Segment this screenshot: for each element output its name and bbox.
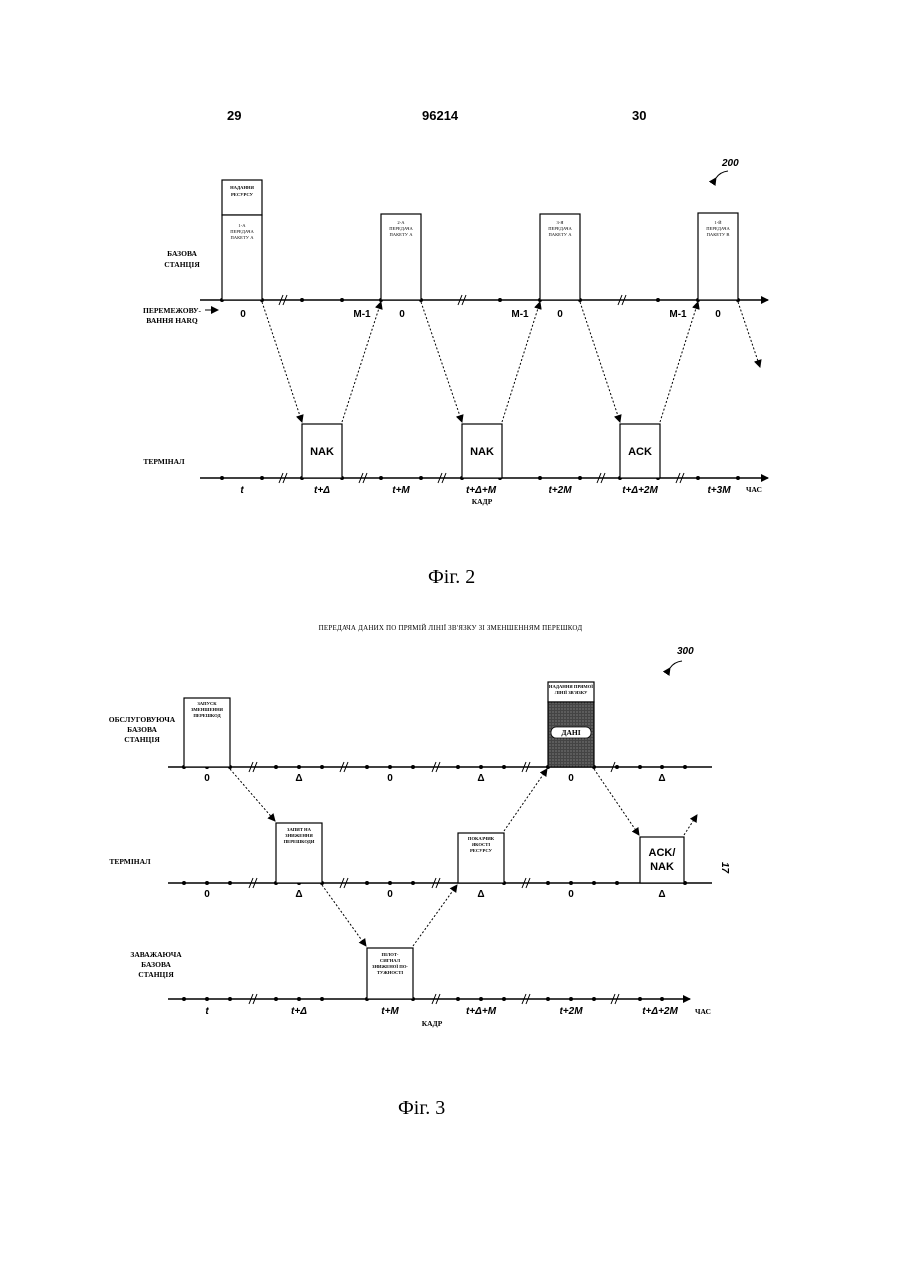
fig2-tx-box-4-line3: ПАКЕТУ В — [707, 232, 730, 237]
fig3-pilot-line3: ЗНИЖЕНОЇ ПО- — [372, 964, 408, 969]
fig2-tx-box-4-line1: 1-Й — [714, 220, 722, 225]
fig3-pilot-line4: ТУЖНОСТІ — [377, 970, 404, 975]
fig2-time-t: t — [240, 485, 244, 496]
fig2-tx-box-1-line3: ПАКЕТУ А — [230, 235, 254, 240]
fig3-terminal-tick-delta-b: Δ — [477, 889, 484, 900]
fig3-time-t-delta-m: t+Δ+M — [466, 1006, 497, 1017]
fig3-title: ПЕРЕДАЧА ДАНИХ ПО ПРЯМІЙ ЛІНІЇ ЗВ'ЯЗКУ З… — [0, 624, 901, 632]
fig3-start-line1: ЗАПУСК — [197, 701, 217, 706]
fig2-tick-m1-b: M-1 — [511, 309, 529, 320]
fig3-interfering-label-1: ЗАВАЖАЮЧА — [130, 950, 182, 959]
fig3-pilot-line2: СИГНАЛ — [380, 958, 401, 963]
fig2-tx-box-4-line2: ПЕРЕДАЧА — [706, 226, 730, 231]
fig3-frame-label: КАДР — [422, 1019, 443, 1028]
fig3-ack-nak-box — [640, 837, 684, 883]
fig3-start-line3: ПЕРЕШКОД — [193, 713, 221, 718]
fig3-serving-tick-0-b: 0 — [387, 773, 393, 784]
fig2-nak-label-2: NAK — [470, 446, 494, 458]
fig2-tx-box-1-line1: 1-А — [238, 223, 246, 228]
fig3-pilot-line1: ПІЛОТ- — [382, 952, 399, 957]
fig3-side-mark: 17 — [719, 862, 730, 874]
fig3-terminal-tick-0-b: 0 — [387, 889, 393, 900]
fig3-quality-line3: РЕСУРСУ — [470, 848, 493, 853]
fig3-caption: Фіг. 3 — [398, 1097, 445, 1120]
fig3-serving-label-2: БАЗОВА — [127, 725, 157, 734]
fig3-diagram: 300 ОБСЛУГОВУЮЧА БАЗОВА СТАНЦІЯ ТЕРМІНАЛ… — [109, 646, 730, 1028]
fig3-ref-pointer — [670, 661, 682, 668]
fig2-ref-pointer — [716, 171, 728, 178]
fig3-time-t-delta-2m: t+Δ+2M — [642, 1006, 678, 1017]
fig2-ref-number: 200 — [721, 158, 739, 169]
fig3-request-line2: ЗНИЖЕННЯ — [285, 833, 313, 838]
fig3-time-label: ЧАС — [695, 1007, 711, 1016]
fig3-ref-number: 300 — [677, 646, 694, 657]
fig2-time-label: ЧАС — [746, 485, 762, 494]
fig2-tx-box-1-line2: ПЕРЕДАЧА — [230, 229, 254, 234]
fig2-time-t-delta-2m: t+Δ+2M — [622, 485, 658, 496]
fig2-time-t-3m: t+3M — [707, 485, 731, 496]
fig2-tick-0-a: 0 — [240, 309, 246, 320]
fig3-ack-line2: NAK — [650, 861, 674, 873]
fig2-time-t-2m: t+2M — [548, 485, 572, 496]
fig2-nak-label-1: NAK — [310, 446, 334, 458]
fig3-serving-tick-delta-b: Δ — [477, 773, 484, 784]
fig3-quality-line2: ЯКОСТІ — [472, 842, 491, 847]
fig2-tx-box-2-line1: 2-А — [397, 220, 405, 225]
fig3-terminal-tick-0-a: 0 — [204, 889, 210, 900]
fig2-diagram: 200 БАЗОВА СТАНЦІЯ ПЕРЕМЕЖОВУ- ВАННЯ HAR… — [143, 158, 768, 506]
fig2-tick-0-c: 0 — [557, 309, 563, 320]
fig2-tick-0-d: 0 — [715, 309, 721, 320]
fig2-grant-header-2: РЕСУРСУ — [231, 192, 254, 197]
fig3-time-t: t — [205, 1006, 209, 1017]
fig3-start-line2: ЗМЕНШЕННЯ — [191, 707, 224, 712]
fig3-data-label: ДАНІ — [561, 728, 580, 737]
fig3-interfering-label-3: СТАНЦІЯ — [138, 970, 174, 979]
fig3-grant-line2: ЛІНІЇ ЗВ'ЯЗКУ — [555, 690, 588, 695]
fig3-request-box — [276, 823, 322, 883]
fig2-harq-label-1: ПЕРЕМЕЖОВУ- — [143, 306, 201, 315]
fig3-terminal-tick-delta-a: Δ — [295, 889, 302, 900]
fig3-serving-tick-0-a: 0 — [204, 773, 210, 784]
fig2-tx-box-2-line2: ПЕРЕДАЧА — [389, 226, 413, 231]
fig2-terminal-label: ТЕРМІНАЛ — [143, 457, 185, 466]
fig2-tx-box-3-line2: ПЕРЕДАЧА — [548, 226, 572, 231]
fig2-time-t-m: t+M — [392, 485, 410, 496]
fig2-tx-box-3-line1: 3-Я — [557, 220, 564, 225]
fig3-terminal-tick-0-c: 0 — [568, 889, 574, 900]
fig2-harq-label-2: ВАННЯ HARQ — [146, 316, 198, 325]
fig2-ack-label: ACK — [628, 446, 652, 458]
fig3-ack-line1: ACK/ — [649, 847, 676, 859]
fig2-base-label-1: БАЗОВА — [167, 249, 197, 258]
fig2-tick-m1-a: M-1 — [353, 309, 371, 320]
fig2-tx-box-2-line3: ПАКЕТУ А — [389, 232, 413, 237]
fig2-tx-box-3-line3: ПАКЕТУ А — [548, 232, 572, 237]
fig2-caption: Фіг. 2 — [428, 566, 475, 589]
fig3-interfering-label-2: БАЗОВА — [141, 960, 171, 969]
fig3-time-t-delta: t+Δ — [291, 1006, 307, 1017]
fig3-terminal-tick-delta-c: Δ — [658, 889, 665, 900]
fig3-request-line3: ПЕРЕШКОДИ — [284, 839, 315, 844]
fig3-grant-line1: НАДАННЯ ПРЯМОЇ — [549, 684, 593, 689]
fig3-serving-label-3: СТАНЦІЯ — [124, 735, 160, 744]
fig3-time-t-2m: t+2M — [559, 1006, 583, 1017]
fig2-base-label-2: СТАНЦІЯ — [164, 260, 200, 269]
fig2-frame-label: КАДР — [472, 497, 493, 506]
fig2-time-t-delta: t+Δ — [314, 485, 330, 496]
fig3-serving-tick-delta-c: Δ — [658, 773, 665, 784]
fig3-request-line1: ЗАПИТ НА — [287, 827, 312, 832]
fig3-quality-line1: ПОКАЗЧИК — [468, 836, 495, 841]
fig2-tick-m1-c: M-1 — [669, 309, 687, 320]
fig3-serving-label-1: ОБСЛУГОВУЮЧА — [109, 715, 176, 724]
fig3-serving-tick-delta-a: Δ — [295, 773, 302, 784]
fig2-time-t-delta-m: t+Δ+M — [466, 485, 497, 496]
fig3-terminal-label: ТЕРМІНАЛ — [109, 857, 151, 866]
fig3-serving-tick-0-c: 0 — [568, 773, 574, 784]
fig2-grant-header-1: НАДАННЯ — [230, 185, 255, 190]
fig3-time-t-m: t+M — [381, 1006, 399, 1017]
fig2-tick-0-b: 0 — [399, 309, 405, 320]
